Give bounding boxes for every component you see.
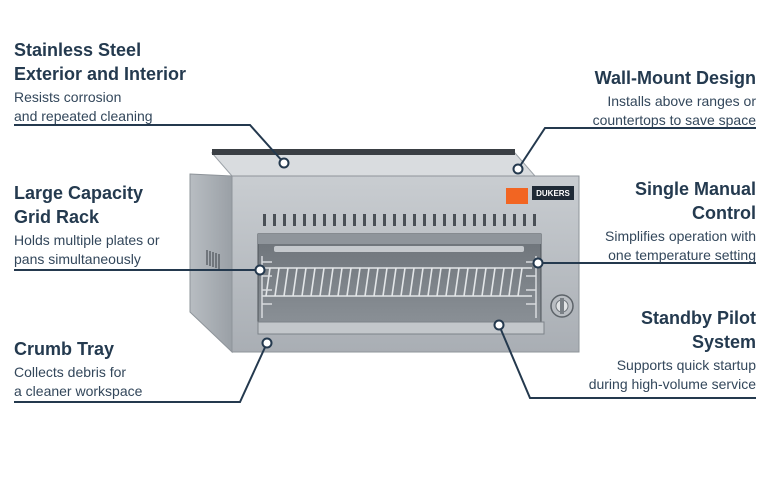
top-panel [210,149,537,177]
callout-wall-mount: Wall-Mount Design Installs above ranges … [526,66,756,130]
callout-title: Wall-Mount Design [594,68,756,88]
burner [274,246,524,252]
callout-dots [254,157,544,349]
side-vents [206,250,220,269]
brand-logo: DUKERS [536,189,570,198]
control-knob[interactable] [550,294,574,318]
crumb-tray[interactable] [257,321,545,335]
warning-label [506,188,528,204]
top-vents [263,214,536,226]
callout-title: Crumb Tray [14,339,115,359]
brand-plate [532,186,574,200]
callout-leader-lines [14,124,756,403]
grid-rack [262,267,532,297]
